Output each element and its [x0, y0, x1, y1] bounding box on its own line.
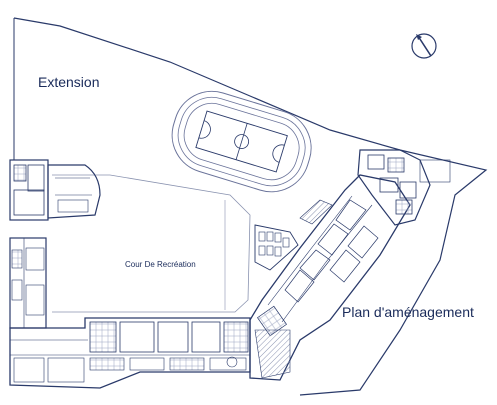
basketball-court-icon — [195, 110, 288, 173]
running-track-icon — [171, 90, 312, 193]
parking-area — [254, 224, 299, 271]
northeast-building — [357, 149, 451, 226]
plan-title: Plan d'aménagement — [342, 304, 474, 320]
west-building — [9, 159, 101, 221]
south-building — [9, 317, 251, 389]
north-arrow-icon — [411, 33, 437, 59]
courtyard-outline — [52, 174, 251, 313]
west-wing — [9, 237, 47, 329]
courtyard-label: Cour De Recréation — [125, 260, 196, 269]
extension-label: Extension — [38, 74, 100, 90]
hatched-strip — [299, 199, 333, 225]
